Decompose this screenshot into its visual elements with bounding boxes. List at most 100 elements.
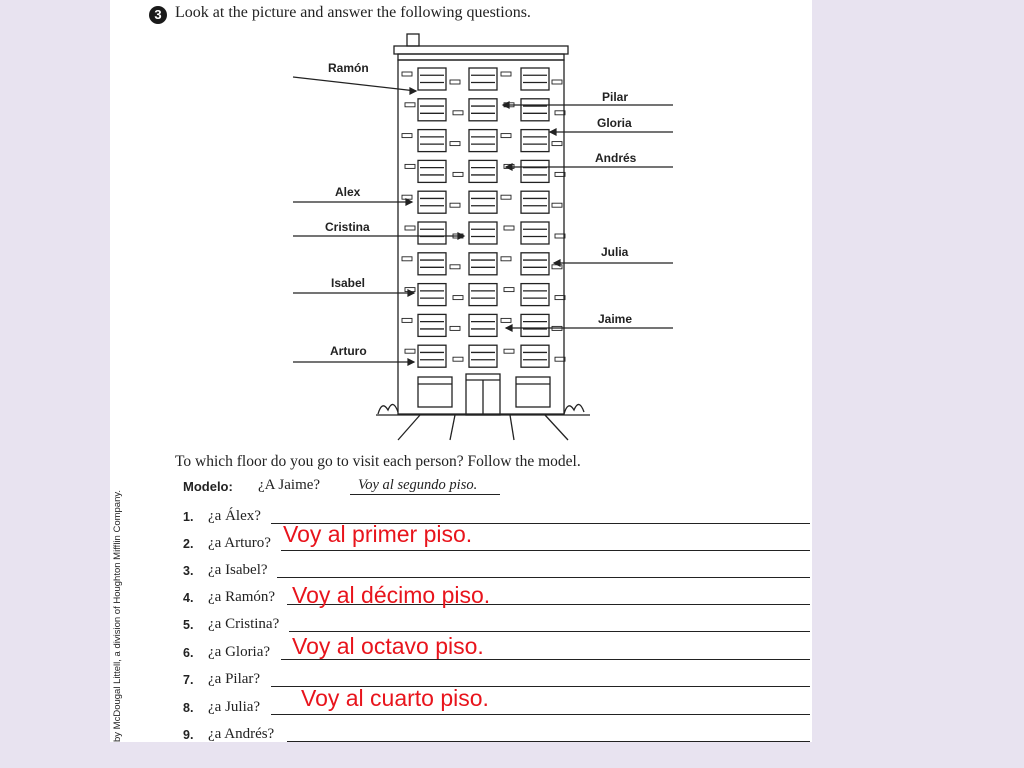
building-window — [417, 344, 447, 368]
question-number: 8. — [183, 701, 194, 715]
worksheet-page — [110, 0, 812, 742]
label-gloria: Gloria — [597, 116, 632, 130]
building-body — [397, 59, 565, 415]
answer-line[interactable] — [289, 631, 810, 632]
brick-accent — [404, 225, 416, 231]
building-window — [520, 282, 550, 307]
question-text: ¿a Isabel? — [208, 562, 268, 578]
question-number: 4. — [183, 591, 194, 605]
copyright-credit: by McDougal Littell, a division of Hough… — [112, 489, 123, 742]
building-window — [520, 344, 550, 368]
brick-accent — [452, 295, 464, 301]
brick-accent — [449, 264, 461, 270]
building-window — [520, 159, 550, 184]
answer-line[interactable] — [271, 686, 810, 687]
exercise-number-badge: 3 — [149, 6, 167, 24]
brick-accent — [404, 348, 416, 354]
answer-line[interactable] — [271, 523, 810, 524]
brick-accent — [401, 194, 413, 200]
building-window — [520, 221, 550, 245]
question-text: ¿a Julia? — [208, 699, 261, 715]
brick-accent — [401, 317, 413, 323]
building-window — [417, 190, 447, 214]
brick-accent — [452, 171, 464, 177]
answer-line[interactable] — [277, 577, 810, 578]
question-text: ¿a Gloria? — [208, 644, 271, 660]
brick-accent — [404, 102, 416, 108]
question-text: ¿a Arturo? — [208, 535, 271, 551]
label-cristina: Cristina — [325, 220, 370, 234]
building-window — [468, 159, 498, 184]
answer-line[interactable] — [287, 604, 810, 605]
pointer-arrowhead — [407, 289, 416, 297]
building-window — [417, 313, 447, 338]
building-window — [468, 128, 498, 153]
brick-accent — [554, 295, 566, 301]
pointer-arrowhead — [501, 101, 510, 109]
pointer-arrowhead — [552, 259, 561, 267]
question-number: 1. — [183, 510, 194, 524]
brick-accent — [503, 348, 515, 354]
brick-accent — [404, 163, 416, 169]
brick-accent — [449, 141, 461, 147]
pointer-arrowhead — [405, 198, 414, 206]
brick-accent — [503, 225, 515, 231]
pointer-arrowhead — [504, 324, 513, 332]
answer-4[interactable]: Voy al décimo piso. — [292, 582, 491, 608]
pointer-line — [292, 76, 417, 92]
brick-accent — [503, 287, 515, 293]
brick-accent — [551, 202, 563, 208]
question-number: 6. — [183, 646, 194, 660]
question-text: ¿a Álex? — [208, 508, 261, 524]
label-alex: Alex — [335, 185, 361, 199]
pointer-arrowhead — [407, 358, 416, 366]
answer-1[interactable]: Voy al primer piso. — [283, 521, 473, 547]
answer-line[interactable] — [287, 741, 810, 742]
building-window — [468, 252, 498, 276]
question-number: 5. — [183, 618, 194, 632]
brick-accent — [554, 356, 566, 362]
brick-accent — [401, 256, 413, 262]
label-andres: Andrés — [595, 151, 637, 165]
answer-6[interactable]: Voy al octavo piso. — [292, 633, 484, 659]
question-number: 3. — [183, 564, 194, 578]
answer-line[interactable] — [281, 659, 810, 660]
building-window — [468, 98, 498, 122]
brick-accent — [449, 79, 461, 85]
building-window — [520, 313, 550, 338]
building-window — [417, 128, 447, 153]
model-question: ¿A Jaime? — [258, 477, 321, 493]
building-window — [520, 67, 550, 91]
exercise-title: Look at the picture and answer the follo… — [175, 4, 531, 21]
brick-accent — [500, 256, 512, 262]
brick-accent — [554, 233, 566, 239]
building-window — [468, 313, 498, 338]
building-window — [417, 67, 447, 91]
brick-accent — [500, 194, 512, 200]
pointer-arrowhead — [548, 128, 557, 136]
brick-accent — [449, 325, 461, 331]
ground-window-left — [417, 376, 453, 408]
building-window — [520, 252, 550, 276]
building-window — [417, 252, 447, 276]
answer-line[interactable] — [271, 714, 810, 715]
building-window — [468, 221, 498, 245]
label-arturo: Arturo — [330, 344, 367, 358]
brick-accent — [500, 71, 512, 77]
building-window — [417, 282, 447, 307]
answer-line[interactable] — [281, 550, 810, 551]
question-text: ¿a Andrés? — [208, 726, 275, 742]
chimney — [406, 33, 420, 47]
answer-8[interactable]: Voy al cuarto piso. — [301, 685, 489, 711]
building-window — [468, 282, 498, 307]
brick-accent — [452, 110, 464, 116]
brick-accent — [401, 133, 413, 139]
brick-accent — [554, 110, 566, 116]
question-number: 7. — [183, 673, 194, 687]
question-text: ¿a Pilar? — [208, 671, 261, 687]
brick-accent — [401, 71, 413, 77]
building-window — [520, 128, 550, 153]
building-window — [417, 159, 447, 184]
model-label: Modelo: — [183, 479, 233, 494]
building-window — [520, 98, 550, 122]
